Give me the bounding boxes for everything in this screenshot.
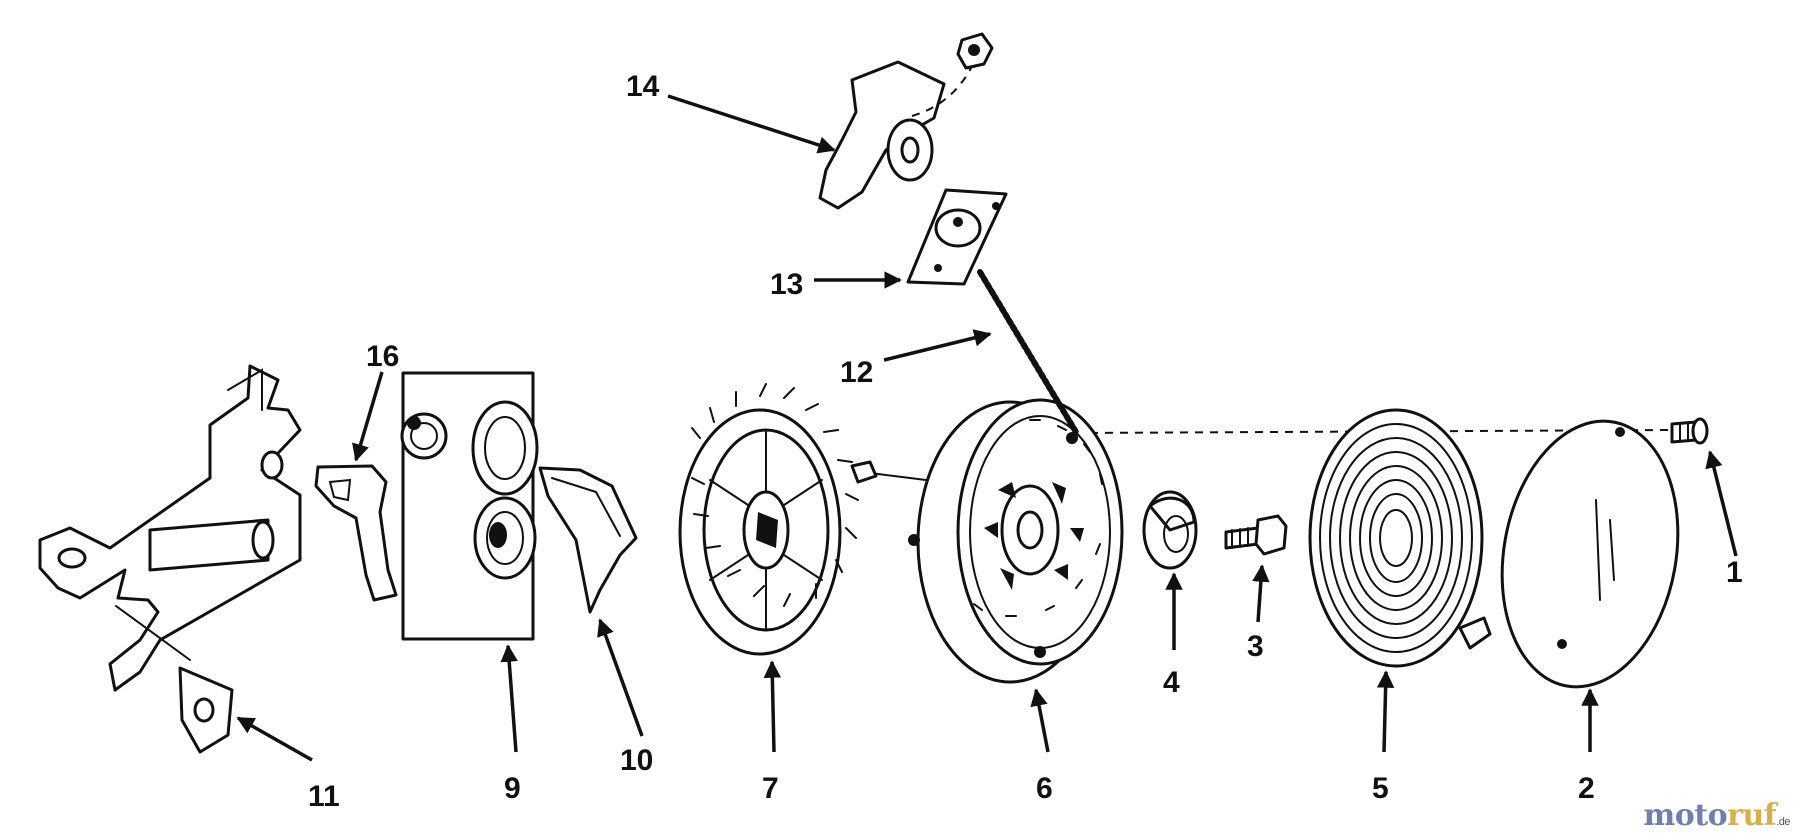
watermark-part-1: moto (1643, 798, 1728, 833)
watermark-logo: motoruf.de (1643, 798, 1791, 833)
part-2-cover-plate (1500, 419, 1680, 689)
callout-4: 4 (1163, 666, 1180, 699)
callout-5: 5 (1372, 772, 1389, 805)
part-6-pulley (850, 398, 1124, 684)
callout-7: 7 (762, 772, 779, 805)
part-7-gear (678, 383, 859, 656)
part-10-wire-spring (538, 466, 638, 614)
part-4-bushing (1142, 490, 1198, 570)
callout-10: 10 (620, 744, 653, 777)
callout-2: 2 (1578, 772, 1595, 805)
callout-6: 6 (1036, 772, 1053, 805)
part-12-rope (977, 269, 1079, 435)
part-3-bolt (1224, 514, 1288, 556)
callout-1: 1 (1726, 556, 1743, 589)
part-11-bracket (38, 364, 302, 754)
part-13-rope-guide (906, 188, 1008, 286)
part-9-plate (400, 371, 539, 641)
callout-13: 13 (770, 268, 803, 301)
callout-12: 12 (840, 356, 873, 389)
part-16-clip (314, 464, 398, 602)
part-14-handle (818, 32, 994, 210)
part-1-screw (1670, 417, 1709, 445)
callout-9: 9 (504, 772, 521, 805)
callout-11: 11 (308, 780, 340, 813)
gear-teeth (691, 383, 859, 607)
watermark-tld: .de (1776, 816, 1790, 828)
leader-lines (236, 94, 1738, 762)
callout-14: 14 (626, 70, 660, 103)
callout-3: 3 (1247, 630, 1264, 663)
part-5-recoil-spring (1308, 408, 1492, 668)
watermark-part-2: ruf (1727, 798, 1777, 833)
callout-16: 16 (366, 340, 399, 373)
